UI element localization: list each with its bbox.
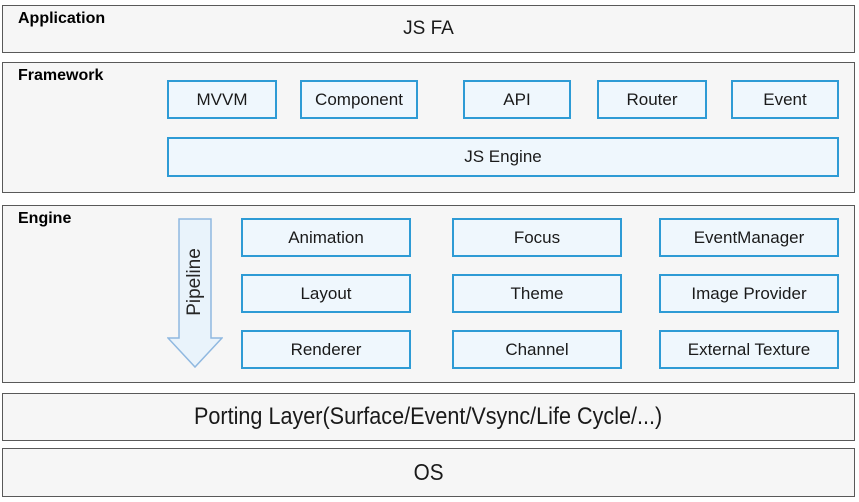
module-box-external-texture: External Texture bbox=[659, 330, 839, 369]
layer-engine-label: Engine bbox=[18, 210, 71, 228]
application-content: JS FA bbox=[3, 6, 854, 52]
module-box-theme: Theme bbox=[452, 274, 622, 313]
module-box-channel: Channel bbox=[452, 330, 622, 369]
porting-layer-label: Porting Layer(Surface/Event/Vsync/Life C… bbox=[3, 394, 854, 440]
module-box-event: Event bbox=[731, 80, 839, 119]
layer-os: OS bbox=[2, 448, 855, 497]
layer-engine: Engine Pipeline Animation Focus EventMan… bbox=[2, 205, 855, 383]
layer-framework-label: Framework bbox=[18, 67, 103, 85]
layer-application: Application JS FA bbox=[2, 5, 855, 53]
module-box-router: Router bbox=[597, 80, 707, 119]
module-box-mvvm: MVVM bbox=[167, 80, 277, 119]
module-box-renderer: Renderer bbox=[241, 330, 411, 369]
module-box-focus: Focus bbox=[452, 218, 622, 257]
layer-framework: Framework MVVM Component API Router Even… bbox=[2, 62, 855, 193]
module-box-api: API bbox=[463, 80, 571, 119]
module-box-animation: Animation bbox=[241, 218, 411, 257]
pipeline-down-arrow-icon: Pipeline bbox=[167, 218, 223, 369]
module-box-layout: Layout bbox=[241, 274, 411, 313]
os-text: OS bbox=[414, 459, 444, 486]
porting-layer-text: Porting Layer(Surface/Event/Vsync/Life C… bbox=[194, 403, 662, 431]
layer-porting: Porting Layer(Surface/Event/Vsync/Life C… bbox=[2, 393, 855, 441]
module-box-js-engine: JS Engine bbox=[167, 137, 839, 177]
module-box-image-provider: Image Provider bbox=[659, 274, 839, 313]
module-box-component: Component bbox=[300, 80, 418, 119]
os-label: OS bbox=[3, 449, 854, 496]
module-box-eventmanager: EventManager bbox=[659, 218, 839, 257]
pipeline-label: Pipeline bbox=[184, 248, 206, 316]
